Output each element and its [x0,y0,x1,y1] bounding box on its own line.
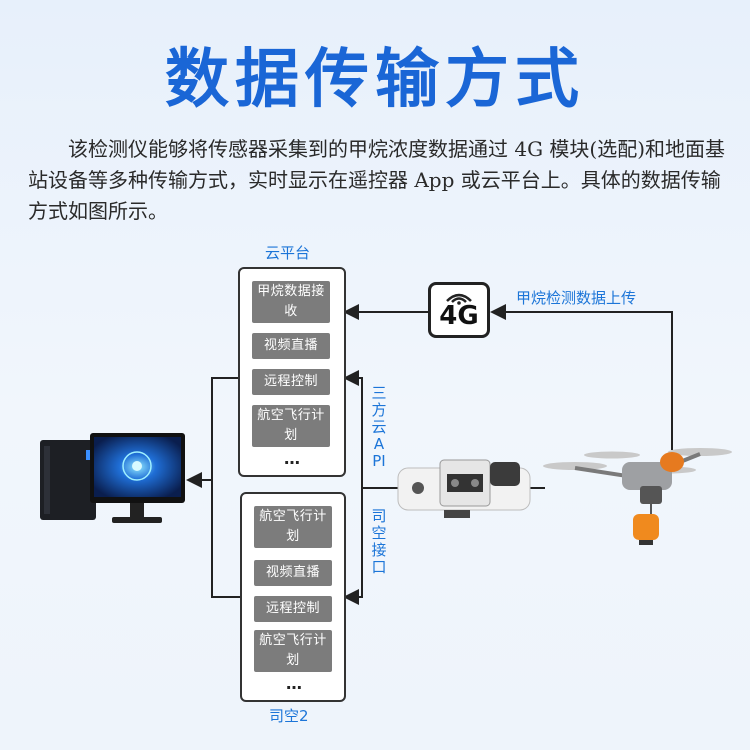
methane-upload-label: 甲烷检测数据上传 [516,289,637,307]
cloud-platform-label: 云平台 [265,244,311,262]
third-party-api-label: 三方云API [371,384,387,470]
cloud-to-pc-line [211,377,240,598]
sikong-item-video-live: 视频直播 [254,560,332,586]
drone-to-4g-line [490,304,673,450]
cloud-item-flight-plan: 航空飞行计划 [252,405,330,447]
controller-to-cloud-line [343,370,398,489]
cloud-item-video-live: 视频直播 [252,333,330,359]
4g-module-badge: 4G [428,282,490,338]
sikong-item-flight-plan: 航空飞行计划 [254,506,332,548]
controller-to-sikong-line [343,488,363,605]
intro-paragraph: 该检测仪能够将传感器采集到的甲烷浓度数据通过 4G 模块(选配)和地面基站设备等… [28,137,726,223]
sikong-more: … [286,674,302,693]
page-title: 数据传输方式 [165,43,585,117]
cloud-platform-panel: 甲烷数据接收 视频直播 远程控制 航空飞行计划 … [238,267,346,477]
sikong-item-remote-control: 远程控制 [254,596,332,622]
cloud-more: … [284,449,300,468]
sikong-label: 司空2 [269,707,309,725]
sikong-item-flight-plan-2: 航空飞行计划 [254,630,332,672]
cloud-item-remote-control: 远程控制 [252,369,330,395]
cloud-item-methane-receive: 甲烷数据接收 [252,281,330,323]
4g-text: 4G [439,301,479,331]
sikong-port-label: 司空接口 [371,507,387,576]
wifi-signal-icon [446,293,472,305]
sikong-panel: 航空飞行计划 视频直播 远程控制 航空飞行计划 … [240,492,346,702]
